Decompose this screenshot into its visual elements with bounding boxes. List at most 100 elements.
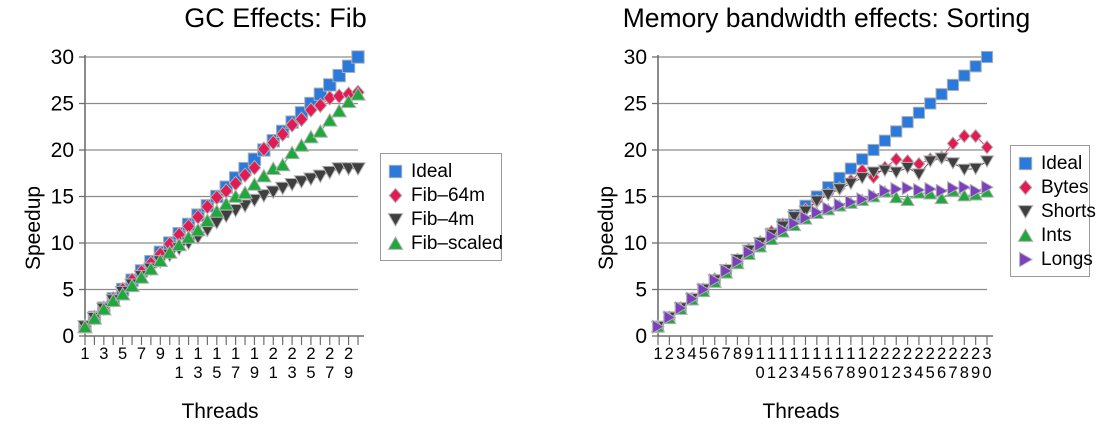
chart-title: Memory bandwidth effects: Sorting — [622, 3, 1031, 33]
data-point — [285, 116, 299, 133]
x-tick-label: 3 — [95, 345, 113, 364]
data-point — [980, 50, 994, 64]
y-tick-label: 15 — [624, 186, 647, 209]
legend-label: Fib–scaled — [411, 232, 503, 254]
legend-item-bytes[interactable]: Bytes — [1017, 175, 1089, 199]
x-tick-digit: 2 — [891, 364, 901, 382]
triangle-down-marker-icon — [1017, 203, 1034, 220]
data-point — [924, 181, 938, 197]
legend-item-fib-4m[interactable]: Fib–4m — [387, 207, 494, 231]
x-tick-digit: 2 — [948, 345, 958, 363]
legend-item-ideal[interactable]: Ideal — [387, 159, 494, 183]
chart-panel-memory-bandwidth-sorting: Memory bandwidth effects: Sorting Speedu… — [551, 0, 1102, 440]
x-tick-label: 2 — [660, 345, 678, 364]
data-point — [879, 183, 892, 199]
data-point — [924, 97, 937, 110]
legend-label: Shorts — [1041, 200, 1096, 222]
data-point — [255, 189, 272, 204]
x-tick-label: 6 — [706, 345, 724, 364]
data-point — [312, 123, 329, 138]
data-point — [980, 140, 994, 155]
x-tick-digit: 4 — [687, 345, 697, 363]
data-point — [866, 166, 881, 180]
legend-item-fib-scaled[interactable]: Fib–scaled — [387, 231, 503, 255]
data-point — [350, 162, 366, 177]
data-point — [890, 181, 904, 197]
chart-title: GC Effects: Fib — [184, 3, 367, 33]
data-point — [294, 111, 309, 128]
x-tick-digit: 8 — [732, 345, 742, 363]
data-point — [788, 216, 802, 231]
data-point — [350, 86, 366, 101]
data-point — [901, 180, 915, 196]
x-tick-digit: 1 — [653, 345, 663, 363]
data-point — [275, 126, 290, 143]
x-tick-digit: 1 — [755, 345, 765, 363]
x-tick-digit: 3 — [287, 364, 297, 382]
data-point — [957, 188, 972, 202]
x-tick-digit: 7 — [948, 364, 958, 382]
x-tick-digit: 0 — [982, 364, 992, 382]
legend-item-ideal[interactable]: Ideal — [1017, 151, 1082, 175]
x-tick-digit: 9 — [857, 364, 867, 382]
x-tick-digit: 1 — [778, 345, 788, 363]
data-point — [979, 155, 995, 169]
legend-item-fib-64m[interactable]: Fib–64m — [387, 183, 494, 207]
data-point — [274, 181, 291, 196]
x-tick-digit: 2 — [778, 364, 788, 382]
x-tick-digit: 7 — [834, 364, 845, 382]
data-point — [900, 193, 915, 207]
data-point — [957, 163, 972, 177]
data-point — [946, 136, 960, 151]
x-tick-digit: 1 — [800, 345, 811, 363]
data-point — [293, 175, 310, 190]
y-tick-label: 30 — [51, 46, 74, 69]
data-point — [958, 179, 972, 195]
data-point — [331, 103, 348, 118]
data-point — [246, 176, 263, 191]
data-point — [867, 143, 880, 157]
x-tick-digit: 5 — [812, 364, 822, 382]
data-point — [256, 141, 271, 157]
x-tick-digit: 5 — [698, 345, 708, 363]
x-tick-digit: 1 — [834, 345, 845, 363]
data-point — [652, 319, 665, 335]
legend-item-shorts[interactable]: Shorts — [1017, 199, 1096, 223]
x-tick-digit: 1 — [80, 345, 90, 363]
data-point — [351, 50, 365, 64]
x-tick-digit: 2 — [925, 345, 935, 363]
x-tick-digit: 1 — [766, 364, 777, 382]
x-tick-label: 5 — [694, 345, 712, 364]
legend-item-longs[interactable]: Longs — [1017, 247, 1093, 271]
data-point — [820, 188, 836, 202]
data-point — [302, 172, 319, 187]
x-tick-digit: 8 — [959, 364, 969, 382]
legend-label: Bytes — [1041, 176, 1089, 198]
data-point — [321, 112, 338, 127]
x-tick-digit: 1 — [231, 345, 241, 363]
y-tick-label: 15 — [51, 186, 74, 209]
data-point — [284, 178, 301, 192]
data-point — [958, 128, 971, 144]
x-tick-label: 7 — [132, 345, 150, 364]
legend-item-ints[interactable]: Ints — [1017, 223, 1082, 247]
x-tick-digit: 6 — [823, 364, 833, 382]
